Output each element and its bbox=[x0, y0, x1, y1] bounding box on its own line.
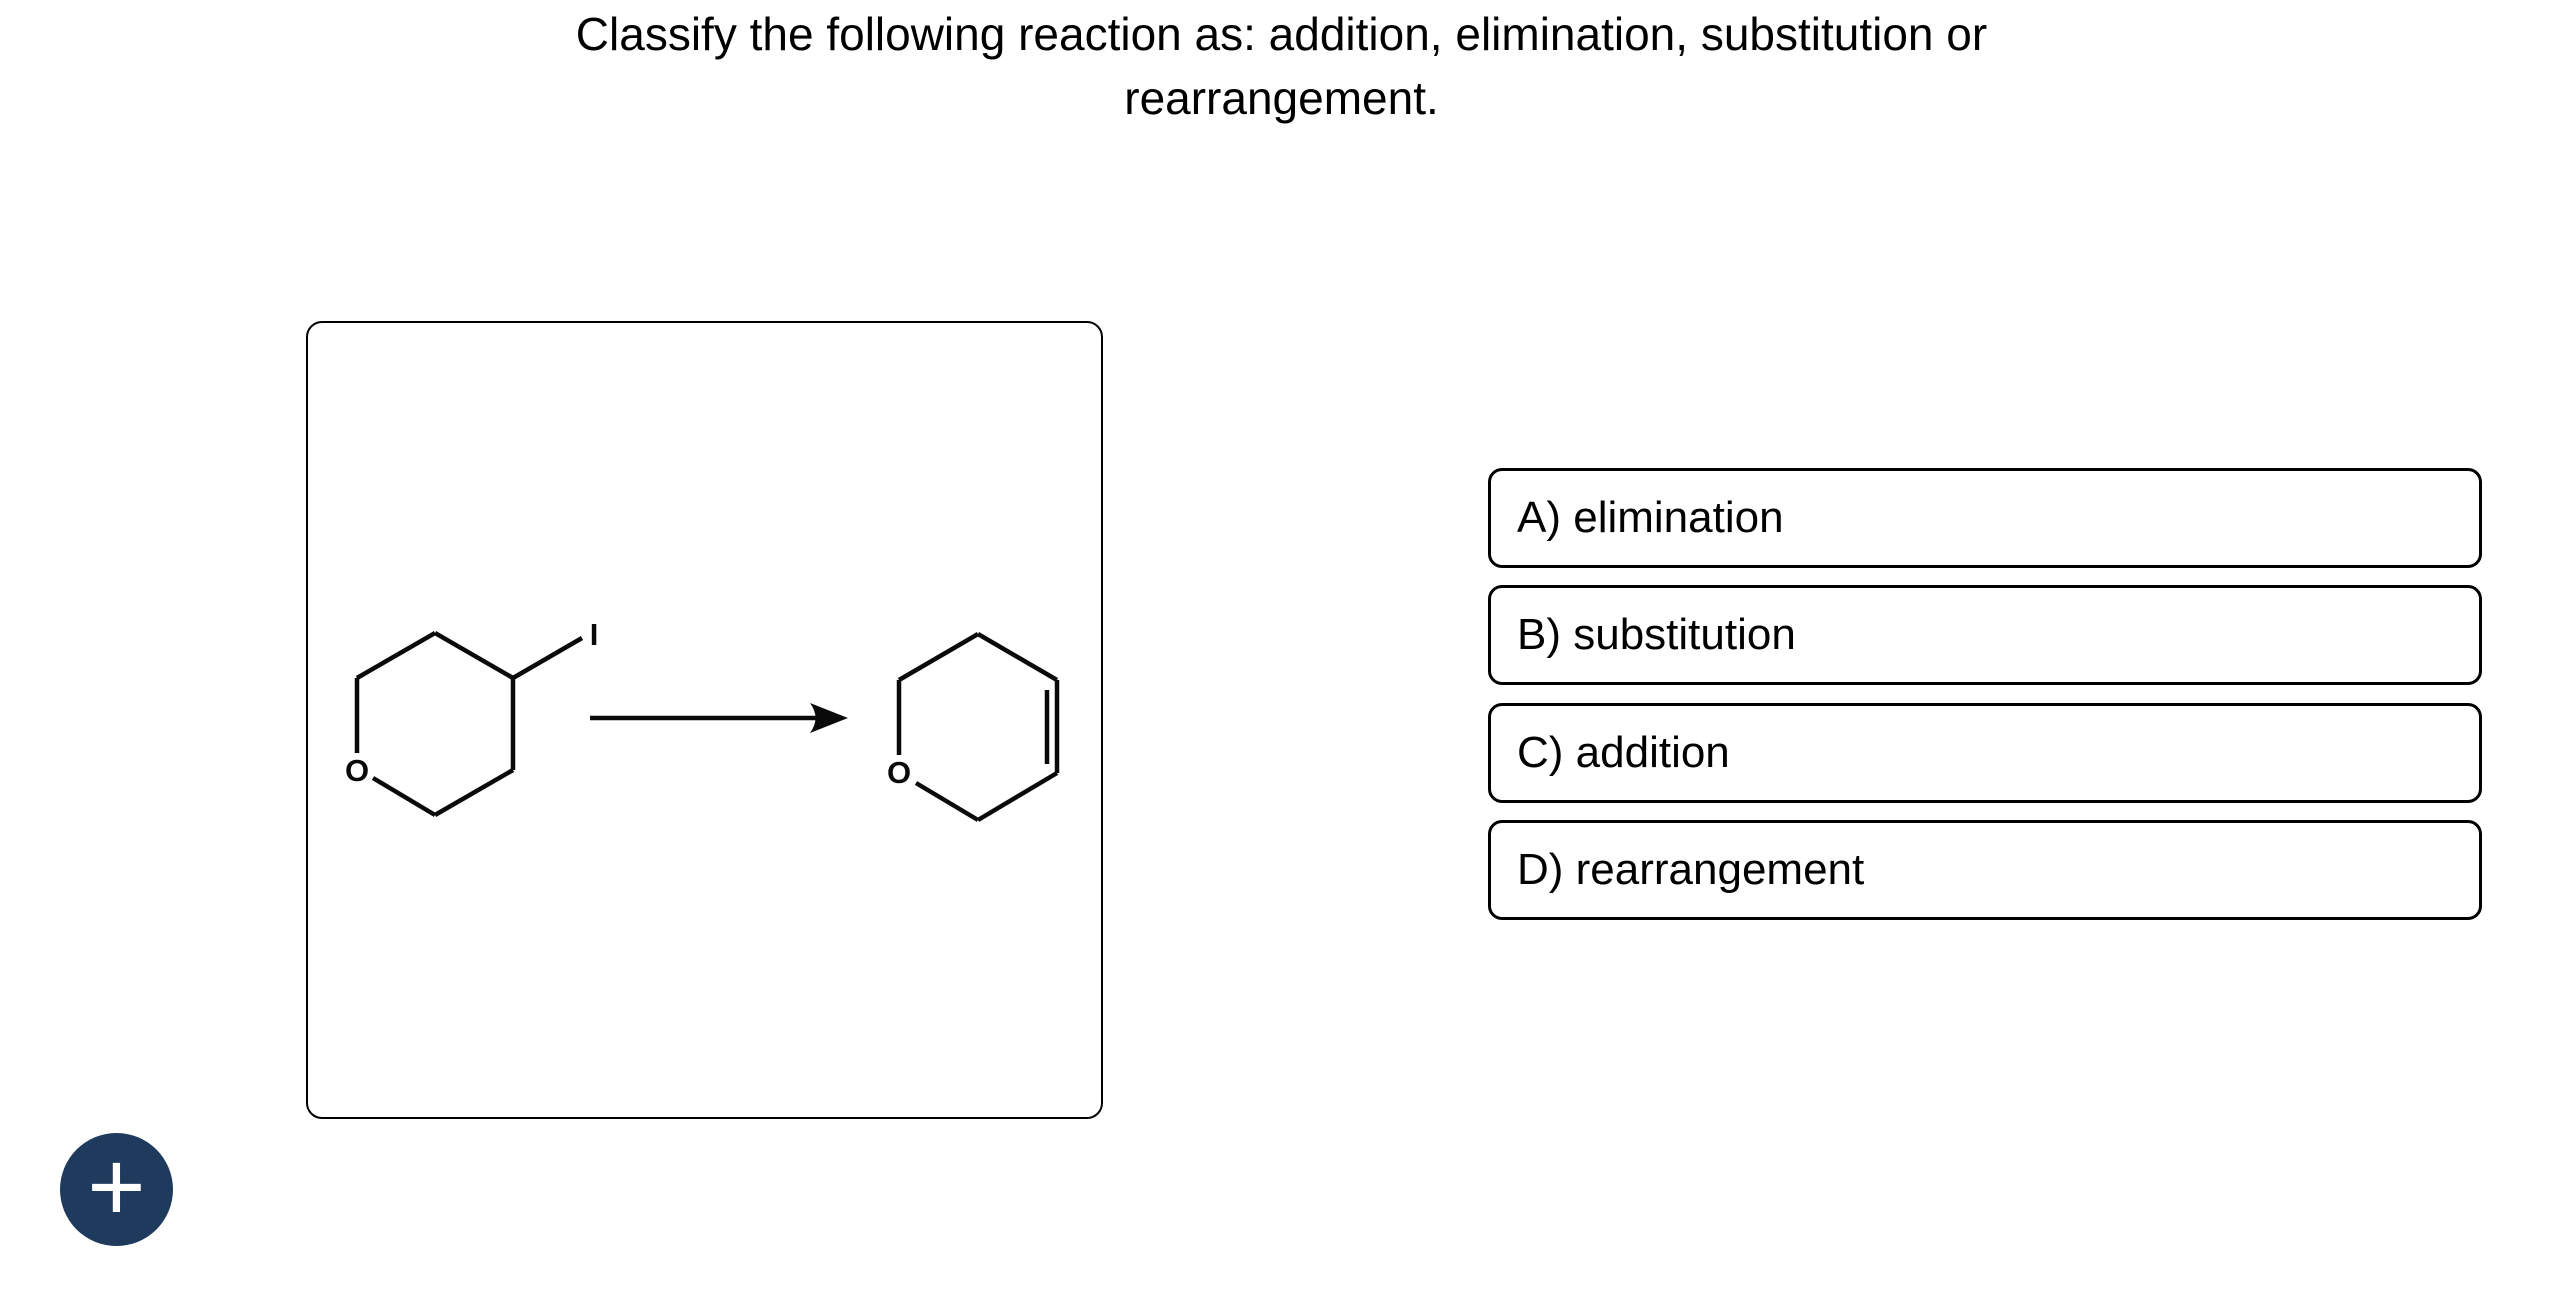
reaction-diagram-card bbox=[306, 321, 1103, 1119]
plus-icon: + bbox=[87, 1130, 146, 1243]
option-d-label: D) rearrangement bbox=[1517, 845, 1865, 894]
add-button[interactable]: + bbox=[60, 1133, 173, 1246]
question-title: Classify the following reaction as: addi… bbox=[0, 2, 2553, 130]
option-d-rearrangement[interactable]: D) rearrangement bbox=[1488, 820, 2482, 920]
option-a-label: A) elimination bbox=[1517, 493, 1784, 542]
option-a-elimination[interactable]: A) elimination bbox=[1488, 468, 2482, 568]
option-c-label: C) addition bbox=[1517, 728, 1730, 777]
question-title-line-1: Classify the following reaction as: addi… bbox=[575, 8, 1988, 60]
option-c-addition[interactable]: C) addition bbox=[1488, 703, 2482, 803]
question-title-line-2: rearrangement. bbox=[1124, 72, 1439, 124]
option-b-label: B) substitution bbox=[1517, 610, 1796, 659]
option-b-substitution[interactable]: B) substitution bbox=[1488, 585, 2482, 685]
